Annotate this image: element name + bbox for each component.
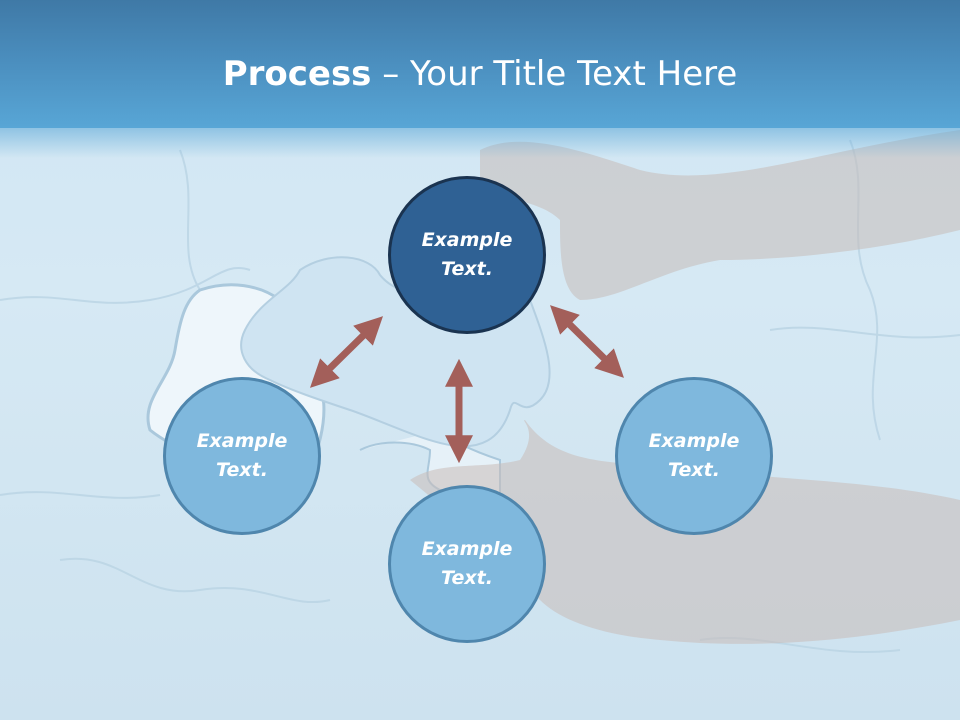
arrow-top-left — [310, 316, 383, 388]
process-node-bottom: Example Text. — [388, 485, 546, 643]
node-top-line1: Example — [421, 229, 513, 251]
title-bold-part: Process — [222, 54, 372, 94]
node-right-line1: Example — [648, 430, 740, 452]
arrow-top-right — [550, 305, 624, 378]
node-right-line2: Text. — [668, 459, 720, 481]
title-band — [0, 0, 960, 128]
slide-title: Process – Your Title Text Here — [0, 50, 960, 98]
node-left-line2: Text. — [216, 459, 268, 481]
node-bottom-line2: Text. — [441, 567, 493, 589]
process-node-right: Example Text. — [615, 377, 773, 535]
title-rest-part: – Your Title Text Here — [371, 54, 738, 94]
node-left-line1: Example — [196, 430, 288, 452]
node-bottom-line1: Example — [421, 538, 513, 560]
process-node-left: Example Text. — [163, 377, 321, 535]
node-top-line2: Text. — [441, 258, 493, 280]
process-node-top: Example Text. — [388, 176, 546, 334]
title-band-fade — [0, 128, 960, 158]
